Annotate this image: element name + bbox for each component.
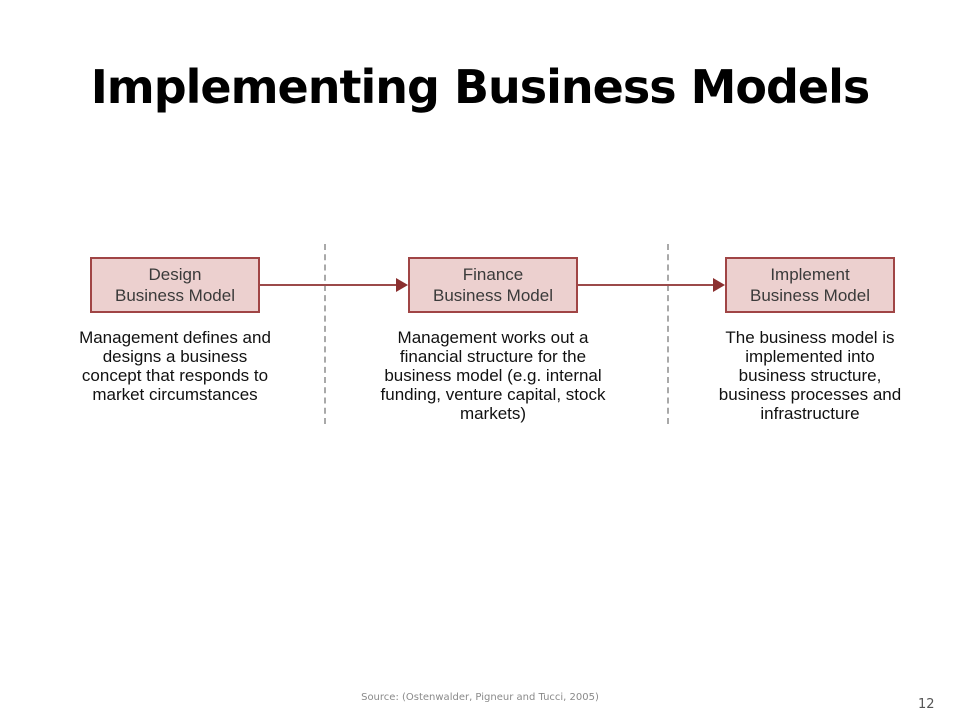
stage-description-finance: Management works out a financial structu…: [363, 328, 623, 423]
stage-description-line: concept that responds to: [81, 366, 269, 385]
flow-arrow-line-2: [578, 284, 713, 286]
stage-description-line: Management defines and: [79, 328, 271, 347]
stage-description-line: funding, venture capital, stock: [380, 385, 606, 404]
stage-description-line: business model (e.g. internal: [384, 366, 602, 385]
stage-description-line: market circumstances: [92, 385, 258, 404]
stage-description-line: financial structure for the: [399, 347, 587, 366]
source-caption: Source: (Ostenwalder, Pigneur and Tucci,…: [361, 692, 599, 703]
stage-description-line: infrastructure: [760, 404, 860, 423]
stage-description-line: business structure,: [738, 366, 882, 385]
stage-box-implement: Implement Business Model: [725, 257, 895, 313]
stage-box-title-line: Business Model: [432, 286, 553, 305]
stage-description-line: designs a business: [102, 347, 248, 366]
stage-description-line: markets): [459, 404, 527, 423]
business-model-flow-diagram: Design Business Model Finance Business M…: [40, 236, 940, 426]
stage-box-title-line: Business Model: [114, 286, 235, 305]
stage-box-design: Design Business Model: [90, 257, 260, 313]
slide-title: Implementing Business Models: [90, 60, 871, 114]
stage-box-title-line: Design: [148, 265, 202, 284]
stage-description-line: Management works out a: [397, 328, 589, 347]
stage-box-title-line: Finance: [462, 265, 524, 284]
stage-box-title-line: Business Model: [749, 286, 870, 305]
flow-arrow-line-1: [260, 284, 396, 286]
stage-description-implement: The business model is implemented into b…: [680, 328, 940, 423]
flow-arrow-head-2-icon: [713, 278, 725, 292]
stage-divider-1: [324, 244, 326, 424]
flow-arrow-head-1-icon: [396, 278, 408, 292]
stage-box-title-line: Implement: [770, 265, 850, 284]
stage-box-finance: Finance Business Model: [408, 257, 578, 313]
stage-description-line: implemented into: [745, 347, 875, 366]
stage-description-line: business processes and: [718, 385, 902, 404]
stage-description-line: The business model is: [725, 328, 895, 347]
stage-divider-2: [667, 244, 669, 424]
page-number: 12: [918, 697, 935, 712]
stage-description-design: Management defines and designs a busines…: [45, 328, 305, 423]
